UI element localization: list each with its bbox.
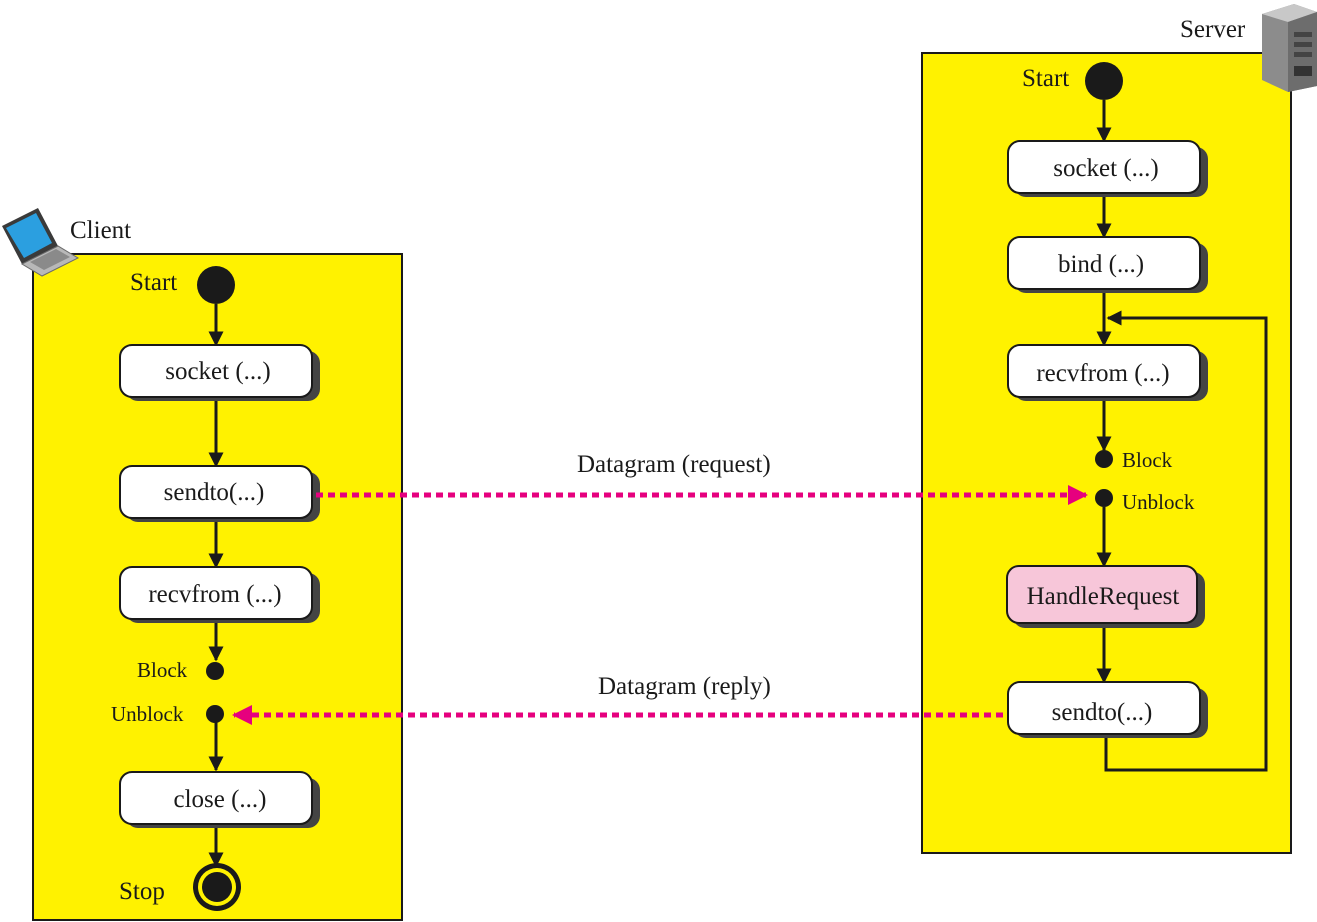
laptop-icon — [2, 208, 80, 277]
server-recvfrom-box: recvfrom (...) — [1007, 344, 1208, 401]
reply-datagram-label: Datagram (reply) — [598, 673, 771, 700]
client-start-label: Start — [130, 269, 177, 296]
server-bind-box: bind (...) — [1007, 236, 1208, 293]
server-bind-label: bind (...) — [1058, 251, 1144, 278]
client-sendto-label: sendto(...) — [164, 479, 265, 506]
client-start-node — [197, 266, 235, 304]
server-start-node — [1085, 62, 1123, 100]
client-stop-label: Stop — [119, 878, 165, 905]
server-block-label: Block — [1122, 448, 1173, 472]
server-handle-request-box: HandleRequest — [1006, 565, 1205, 628]
client-socket-box: socket (...) — [119, 344, 320, 401]
server-socket-box: socket (...) — [1007, 140, 1208, 197]
client-close-box: close (...) — [119, 771, 320, 828]
client-stop-node — [193, 863, 241, 911]
server-sendto-box: sendto(...) — [1007, 681, 1208, 738]
client-block-label: Block — [137, 658, 188, 682]
client-unblock-label: Unblock — [111, 702, 184, 726]
server-title: Server — [1180, 16, 1246, 43]
request-datagram-label: Datagram (request) — [577, 451, 771, 478]
server-start-label: Start — [1022, 65, 1069, 92]
server-recvfrom-label: recvfrom (...) — [1036, 360, 1169, 387]
client-close-label: close (...) — [173, 786, 266, 813]
client-block-node — [206, 662, 224, 680]
server-handle-request-label: HandleRequest — [1027, 583, 1180, 610]
server-unblock-node — [1095, 489, 1113, 507]
client-recvfrom-label: recvfrom (...) — [148, 581, 281, 608]
client-unblock-node — [206, 705, 224, 723]
server-icon — [1262, 4, 1317, 92]
server-unblock-label: Unblock — [1122, 490, 1195, 514]
server-socket-label: socket (...) — [1053, 155, 1159, 182]
client-sendto-box: sendto(...) — [119, 465, 320, 522]
server-sendto-label: sendto(...) — [1052, 699, 1153, 726]
client-socket-label: socket (...) — [165, 358, 271, 385]
server-block-node — [1095, 450, 1113, 468]
client-title: Client — [70, 217, 131, 244]
client-recvfrom-box: recvfrom (...) — [119, 566, 320, 623]
